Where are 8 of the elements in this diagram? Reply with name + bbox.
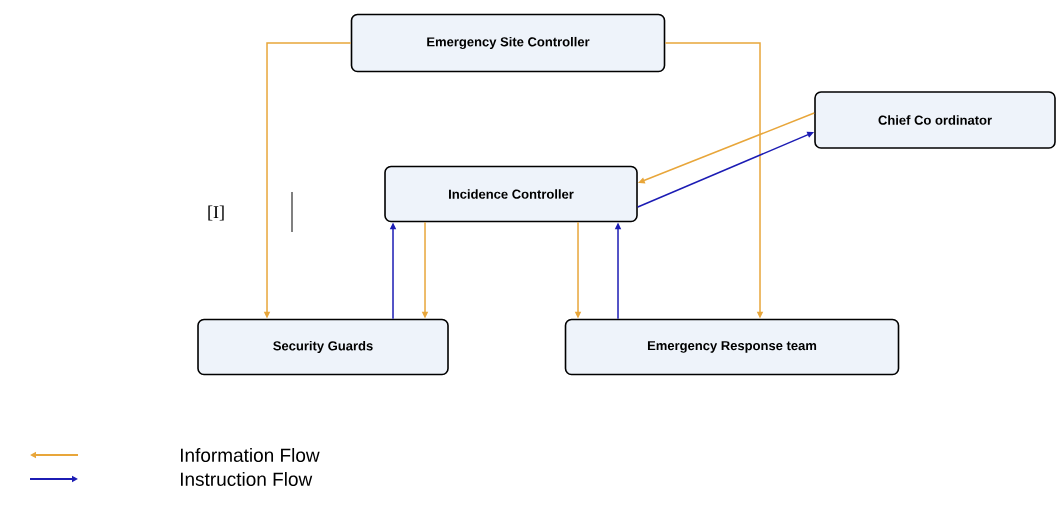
- bracket-mark: [I]: [208, 205, 224, 221]
- process-box: Security Guards: [197, 318, 449, 376]
- process-box: Emergency Response team: [564, 318, 900, 376]
- process-box: Incidence Controller: [384, 165, 638, 223]
- process-box: Chief Co ordinator: [814, 91, 1056, 149]
- legend-text: Instruction Flow: [180, 472, 313, 486]
- legend-text: Information Flow: [180, 448, 320, 462]
- process-box: Emergency Site Controller: [350, 13, 666, 73]
